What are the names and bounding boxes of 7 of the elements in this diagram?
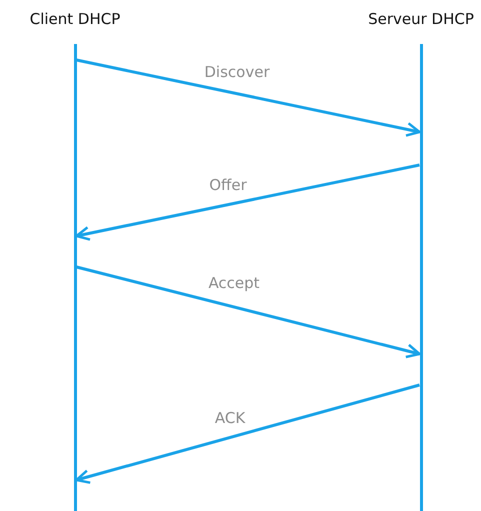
arrow (76, 58, 421, 137)
arrow (75, 384, 420, 484)
edge-label: Accept (206, 274, 262, 292)
arrow (75, 164, 420, 241)
arrow (76, 266, 421, 358)
participant-label: Serveur DHCP (367, 10, 475, 28)
participant-label: Client DHCP (28, 10, 122, 28)
